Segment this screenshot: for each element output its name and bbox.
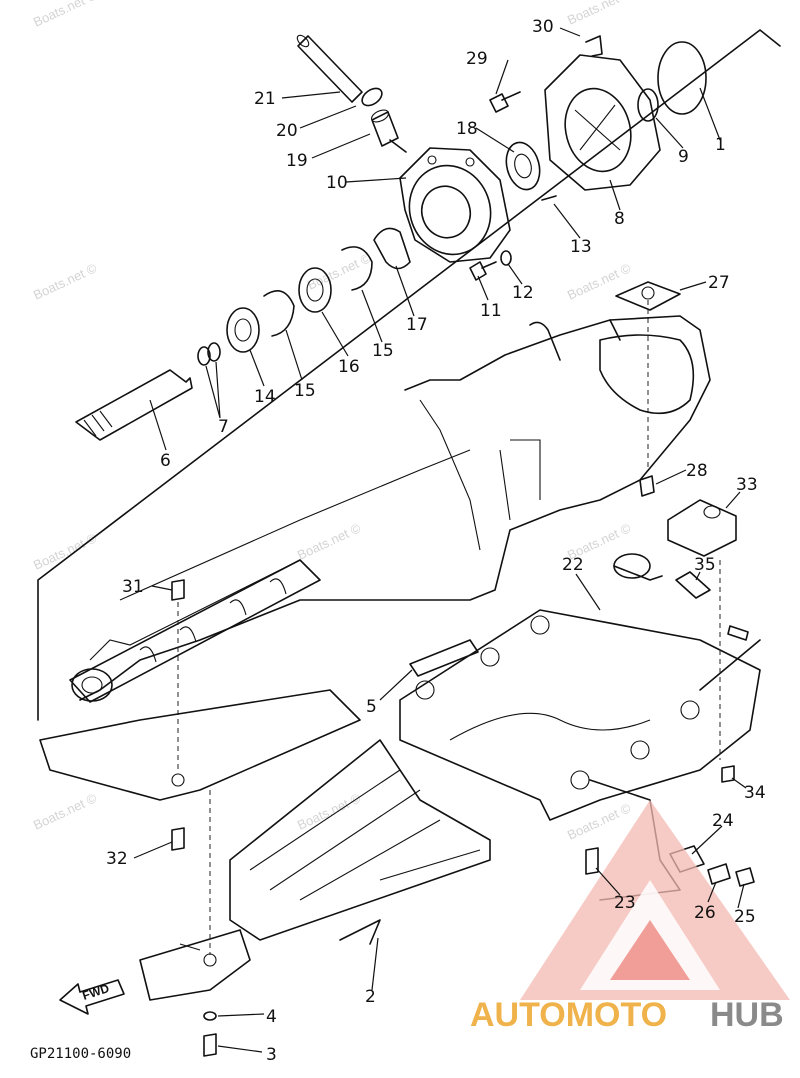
logo-text-automoto: AUTOMOTO bbox=[470, 996, 667, 1034]
part-13-pin bbox=[541, 195, 557, 201]
part-connector bbox=[727, 625, 749, 641]
callout-17: 17 bbox=[406, 315, 428, 335]
callout-22: 22 bbox=[562, 555, 584, 575]
part-17-seal bbox=[373, 227, 411, 270]
part-23-bolt bbox=[585, 847, 599, 875]
watermark: Boats.net © bbox=[295, 790, 363, 833]
watermark: Boats.net © bbox=[31, 0, 99, 30]
part-19-fitting bbox=[371, 109, 407, 153]
callout-19: 19 bbox=[286, 151, 308, 171]
part-1-oring bbox=[657, 41, 707, 115]
part-7-orings bbox=[197, 342, 221, 366]
part-6-shaft bbox=[75, 369, 193, 441]
callout-12: 12 bbox=[512, 283, 534, 303]
callout-29: 29 bbox=[466, 49, 488, 69]
callout-27: 27 bbox=[708, 273, 730, 293]
part-15-circlip-lower bbox=[263, 290, 295, 337]
watermark: Boats.net © bbox=[565, 0, 633, 28]
part-25-bolt bbox=[735, 867, 755, 887]
diagram-code: GP21100-6090 bbox=[30, 1046, 131, 1062]
callout-14: 14 bbox=[254, 387, 276, 407]
callout-7: 7 bbox=[218, 417, 229, 437]
part-9-oring bbox=[637, 88, 659, 122]
part-20-clamp bbox=[361, 87, 383, 107]
callout-8: 8 bbox=[614, 209, 625, 229]
callout-18: 18 bbox=[456, 119, 478, 139]
watermark: Boats.net © bbox=[295, 520, 363, 563]
part-8-cover bbox=[544, 54, 661, 191]
part-35-spacer bbox=[675, 571, 711, 599]
callout-32: 32 bbox=[106, 849, 128, 869]
callout-24: 24 bbox=[712, 811, 734, 831]
callout-6: 6 bbox=[160, 451, 171, 471]
callout-28: 28 bbox=[686, 461, 708, 481]
fwd-arrow-icon: FWD bbox=[59, 979, 125, 1015]
callout-23: 23 bbox=[614, 893, 636, 913]
drive-shaft-tube bbox=[69, 559, 321, 703]
callout-9: 9 bbox=[678, 147, 689, 167]
part-sensor bbox=[613, 553, 663, 581]
part-bracket-bottom bbox=[139, 929, 251, 1001]
ride-plate bbox=[39, 689, 361, 801]
watermark-layer: Boats.net © Boats.net © Boats.net © Boat… bbox=[31, 0, 633, 843]
callout-34: 34 bbox=[744, 783, 766, 803]
part-5-strip bbox=[409, 639, 479, 677]
callout-13: 13 bbox=[570, 237, 592, 257]
part-28-bolt bbox=[639, 475, 655, 497]
part-12-washer bbox=[500, 250, 512, 266]
part-18-bearing bbox=[505, 141, 541, 191]
watermark: Boats.net © bbox=[31, 260, 99, 303]
callout-10: 10 bbox=[326, 173, 348, 193]
part-11-bolt bbox=[469, 261, 497, 281]
part-16-seal bbox=[298, 267, 332, 313]
callout-20: 20 bbox=[276, 121, 298, 141]
callout-21: 21 bbox=[254, 89, 276, 109]
part-29-bolt bbox=[489, 91, 521, 113]
part-3-bolt bbox=[203, 1033, 217, 1057]
part-33-bracket bbox=[667, 499, 737, 557]
part-21-hose bbox=[296, 34, 363, 103]
callout-15a: 15 bbox=[294, 381, 316, 401]
callout-numbers: 1 2 3 4 5 6 7 8 9 10 11 12 13 14 15 15 1… bbox=[106, 17, 766, 1065]
watermark: Boats.net © bbox=[305, 250, 373, 293]
part-15-circlip-upper bbox=[341, 246, 373, 291]
part-32-bolt bbox=[171, 827, 185, 851]
part-31-bolt bbox=[171, 579, 185, 601]
part-30-clip bbox=[585, 35, 603, 57]
callout-4: 4 bbox=[266, 1007, 277, 1027]
watermark: Boats.net © bbox=[31, 530, 99, 573]
leader-lines bbox=[133, 27, 747, 1053]
callout-35: 35 bbox=[694, 555, 716, 575]
watermark: Boats.net © bbox=[31, 790, 99, 833]
watermark: Boats.net © bbox=[565, 800, 633, 843]
callout-30: 30 bbox=[532, 17, 554, 37]
callout-26: 26 bbox=[694, 903, 716, 923]
callout-33: 33 bbox=[736, 475, 758, 495]
callout-3: 3 bbox=[266, 1045, 277, 1065]
callout-31: 31 bbox=[122, 577, 144, 597]
automotohub-logo: AUTOMOTO HUB bbox=[470, 800, 790, 1034]
callout-1: 1 bbox=[715, 135, 726, 155]
callout-2: 2 bbox=[365, 987, 376, 1007]
callout-5: 5 bbox=[366, 697, 377, 717]
watermark: Boats.net © bbox=[565, 260, 633, 303]
logo-text-hub: HUB bbox=[710, 996, 784, 1034]
part-22-plate bbox=[399, 609, 761, 821]
callout-11: 11 bbox=[480, 301, 502, 321]
callout-15b: 15 bbox=[372, 341, 394, 361]
callout-25: 25 bbox=[734, 907, 756, 927]
part-4-washer bbox=[203, 1011, 217, 1021]
callout-16: 16 bbox=[338, 357, 360, 377]
part-2-intake bbox=[229, 739, 491, 945]
assembly-frame bbox=[37, 29, 781, 721]
part-10-housing bbox=[399, 147, 511, 263]
part-14-bearing bbox=[226, 307, 260, 353]
part-27-bracket bbox=[615, 281, 681, 311]
part-26-plate bbox=[707, 863, 731, 885]
part-34-bolt bbox=[721, 765, 735, 783]
